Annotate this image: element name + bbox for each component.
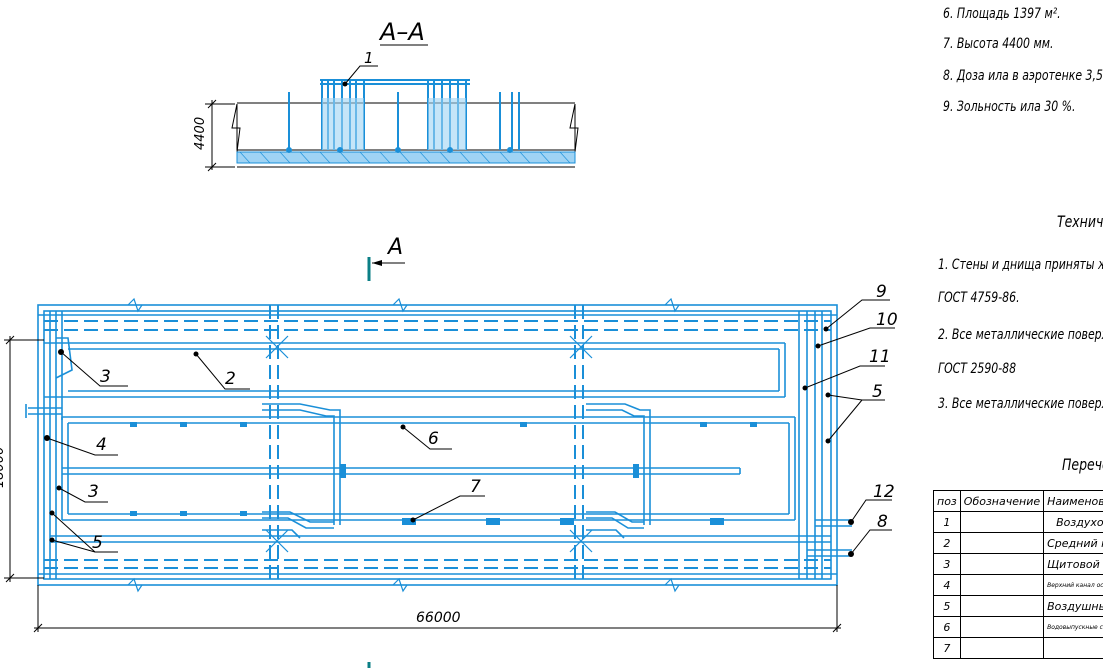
plan-height-dim: 18000 (0, 447, 7, 488)
note-line-7: 7. Высота 4400 мм. (943, 36, 1053, 52)
tech-note-1b: ГОСТ 4759-86. (938, 290, 1020, 306)
spec-pos: 6 (934, 617, 961, 638)
callout-8: 8 (877, 512, 888, 532)
note-line-9: 9. Зольность ила 30 %. (943, 99, 1076, 115)
spec-code (960, 512, 1043, 533)
spec-table: поз Обозначение Наименова 1 Воздухов 2 С… (933, 490, 1103, 659)
spec-table-wrap: поз Обозначение Наименова 1 Воздухов 2 С… (933, 490, 1103, 670)
spec-code (960, 617, 1043, 638)
callout-12: 12 (873, 482, 895, 502)
spec-code (960, 596, 1043, 617)
table-row: 7 (934, 638, 1103, 659)
table-row: 6 Водовыпускные ст (934, 617, 1103, 638)
plan-view: 66000 18000 (0, 282, 898, 632)
spec-code (960, 533, 1043, 554)
spec-pos: 5 (934, 596, 961, 617)
callout-9: 9 (876, 282, 887, 302)
table-row: 2 Средний ко (934, 533, 1103, 554)
spec-name: Средний ко (1044, 533, 1103, 554)
callout-1: 1 (364, 49, 374, 67)
spec-pos: 1 (934, 512, 961, 533)
note-line-6: 6. Площадь 1397 м². (943, 6, 1061, 22)
spec-header-pos: поз (934, 491, 961, 512)
spec-pos: 2 (934, 533, 961, 554)
table-row: 3 Щитовой зат (934, 554, 1103, 575)
cut-letter: А (386, 235, 403, 260)
section-title: А–А (378, 18, 425, 46)
tech-note-3: 3. Все металлические поверх (938, 396, 1103, 412)
tech-note-2b: ГОСТ 2590-88 (938, 361, 1016, 377)
tech-note-2: 2. Все металлические поверх (938, 327, 1103, 343)
tech-note-1: 1. Стены и днища приняты же (938, 257, 1103, 273)
spec-code (960, 575, 1043, 596)
table-row: 4 Верхний канал осветлен (934, 575, 1103, 596)
callout-5a: 5 (872, 382, 883, 402)
callout-5b: 5 (92, 533, 103, 553)
spec-name (1044, 638, 1103, 659)
section-view: А–А (193, 18, 578, 171)
callout-3b: 3 (88, 482, 99, 502)
spec-pos: 3 (934, 554, 961, 575)
spec-code (960, 638, 1043, 659)
note-line-8: 8. Доза ила в аэротенке 3,5. (943, 68, 1103, 84)
spec-header-name: Наименова (1044, 491, 1103, 512)
spec-heading: Перече (1062, 455, 1103, 474)
spec-name: Щитовой зат (1044, 554, 1103, 575)
callout-11: 11 (869, 347, 891, 367)
spec-pos: 7 (934, 638, 961, 659)
spec-header-code: Обозначение (960, 491, 1043, 512)
spec-name: Воздушные ст (1044, 596, 1103, 617)
spec-name: Верхний канал осветлен (1044, 575, 1103, 596)
section-height-dim: 4400 (193, 117, 208, 150)
plan-width-dim: 66000 (416, 610, 461, 626)
callout-6: 6 (428, 429, 439, 449)
callout-4: 4 (96, 435, 107, 455)
tech-heading: Техниче (1057, 212, 1103, 231)
callout-10: 10 (876, 310, 898, 330)
spec-name: Воздухов (1044, 512, 1103, 533)
spec-header-row: поз Обозначение Наименова (934, 491, 1103, 512)
callout-7: 7 (470, 477, 481, 497)
callout-2: 2 (225, 369, 236, 389)
spec-name: Водовыпускные ст (1044, 617, 1103, 638)
table-row: 1 Воздухов (934, 512, 1103, 533)
spec-pos: 4 (934, 575, 961, 596)
spec-code (960, 554, 1043, 575)
table-row: 5 Воздушные ст (934, 596, 1103, 617)
callout-3a: 3 (100, 367, 111, 387)
